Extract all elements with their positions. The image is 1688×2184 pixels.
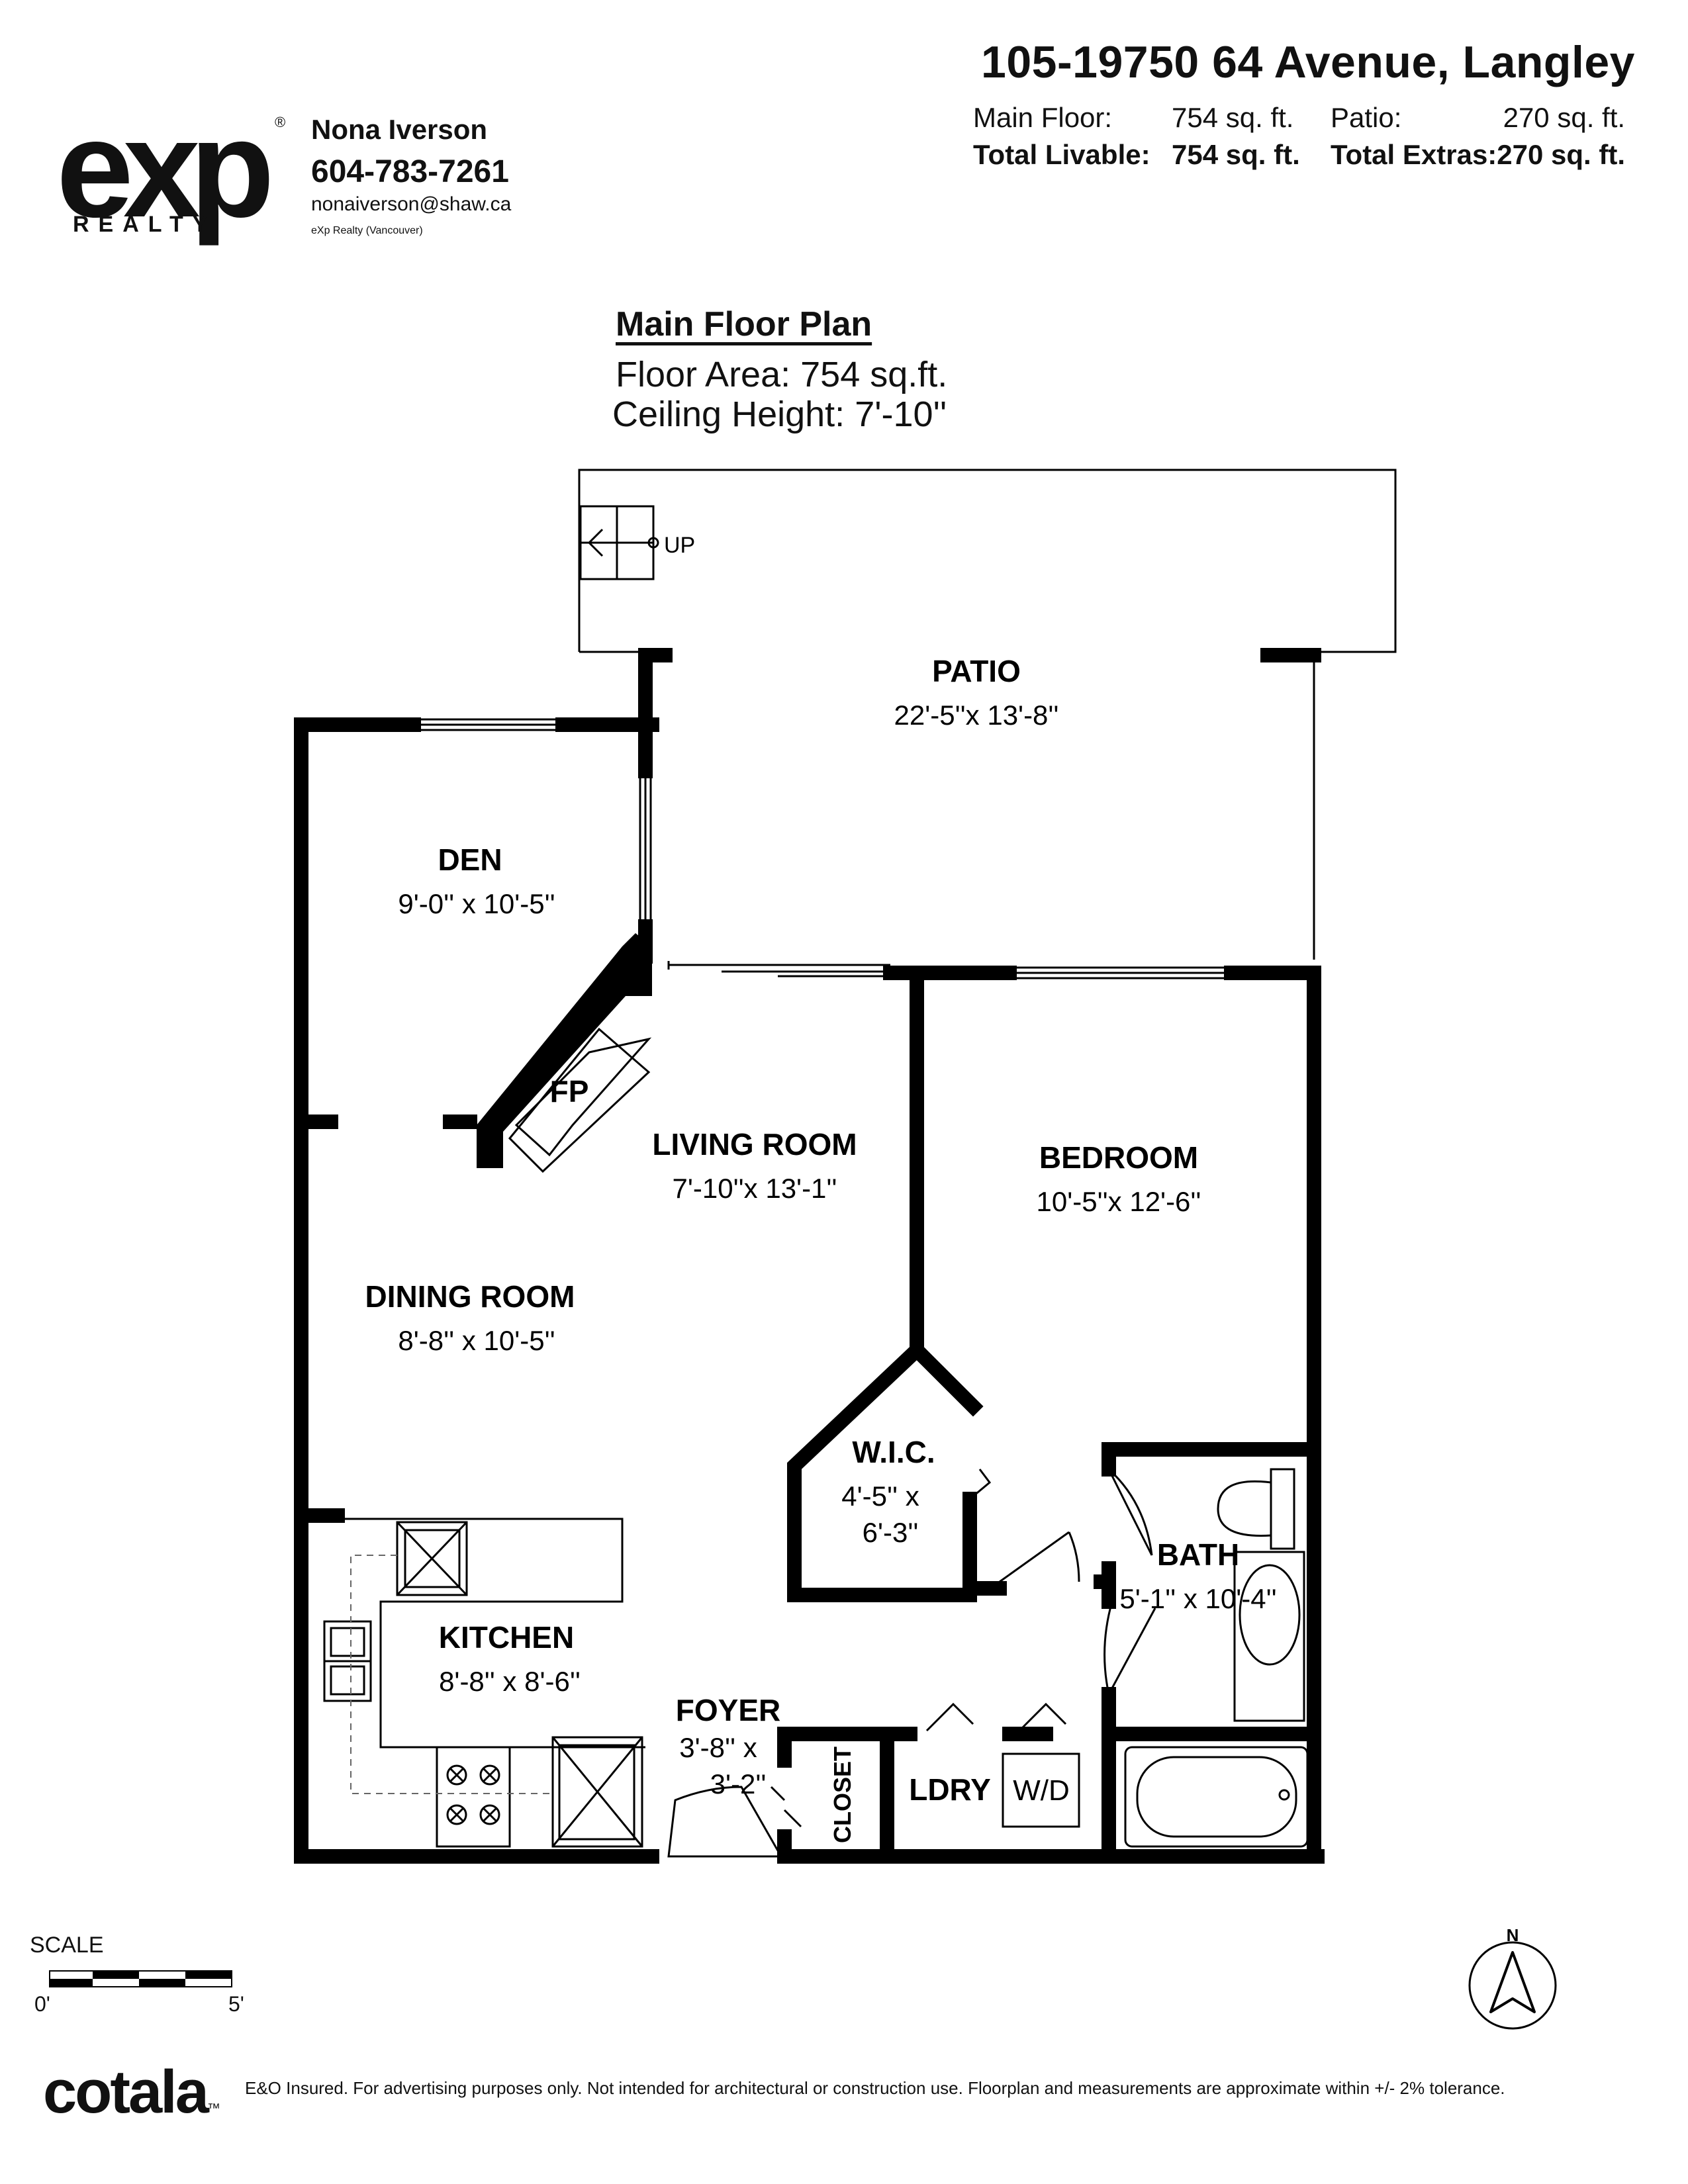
den-name: DEN [438, 842, 502, 877]
kitchen-dim: 8'-8'' x 8'-6'' [439, 1666, 581, 1697]
wic-dim-1: 4'-5'' x [841, 1480, 919, 1512]
wd-label: W/D [1013, 1774, 1070, 1807]
scale-bar [49, 1970, 232, 1987]
living-name: LIVING ROOM [652, 1127, 857, 1161]
total-extras-value: 270 sq. ft. [1497, 139, 1626, 170]
plan-title: Main Floor Plan [616, 305, 872, 343]
agent-email: nonaiverson@shaw.ca [311, 193, 512, 215]
ceiling-height: Ceiling Height: 7'-10'' [612, 394, 947, 434]
floor-area: Floor Area: 754 sq.ft. [616, 355, 948, 394]
walls [294, 648, 1325, 1864]
scale-end: 5' [228, 1992, 244, 2016]
foyer-dim-1: 3'-8'' x [679, 1732, 757, 1763]
foyer-dim-2: 3'-2'' [710, 1768, 767, 1799]
agent-phone: 604-783-7261 [311, 154, 509, 189]
bedroom-name: BEDROOM [1039, 1140, 1198, 1175]
closet-name: CLOSET [829, 1747, 856, 1843]
ldry-name: LDRY [909, 1772, 991, 1807]
north-arrow-icon: N [1468, 1925, 1557, 2030]
total-livable-label: Total Livable: [973, 139, 1150, 170]
fireplace: FP [477, 933, 652, 1173]
kitchen-fixtures [314, 1518, 645, 1848]
scale-label: SCALE [30, 1933, 104, 1958]
stair-up-label: UP [664, 533, 695, 558]
bath-dim: 5'-1'' x 10'-4'' [1119, 1583, 1276, 1614]
den-dim: 9'-0'' x 10'-5'' [398, 888, 555, 919]
north-label: N [1507, 1925, 1519, 1945]
bedroom-dim: 10'-5''x 12'-6'' [1037, 1186, 1201, 1217]
total-livable-value: 754 sq. ft. [1172, 139, 1300, 170]
fireplace-label: FP [550, 1074, 589, 1109]
cotala-logo: cotala™ [43, 2062, 220, 2122]
main-floor-value: 754 sq. ft. [1172, 102, 1294, 133]
disclaimer: E&O Insured. For advertising purposes on… [245, 2078, 1505, 2098]
foyer-name: FOYER [676, 1693, 780, 1727]
patio-dim: 22'-5''x 13'-8'' [894, 700, 1059, 731]
total-extras-label: Total Extras: [1331, 139, 1497, 170]
logo-subtext: REALTY [73, 212, 217, 237]
bath-name: BATH [1157, 1537, 1239, 1572]
living-dim: 7'-10''x 13'-1'' [673, 1173, 837, 1204]
cotala-wordmark: cotala [43, 2058, 209, 2126]
bath-fixtures [1124, 1468, 1309, 1848]
agent-brokerage: eXp Realty (Vancouver) [311, 225, 423, 236]
sliding-door[interactable] [667, 961, 890, 978]
area-summary: Main Floor: 754 sq. ft. Patio: 270 sq. f… [973, 99, 1625, 173]
registered-mark: ® [275, 114, 286, 130]
scale-start: 0' [34, 1992, 50, 2016]
exp-logo: exp [56, 91, 275, 246]
windows [412, 718, 1233, 979]
doors[interactable] [667, 1468, 1156, 1858]
room-labels: PATIO 22'-5''x 13'-8'' DEN 9'-0'' x 10'-… [365, 533, 1277, 1843]
patio-label: Patio: [1331, 102, 1402, 133]
kitchen-dashed-outline [350, 1555, 553, 1794]
dining-dim: 8'-8'' x 10'-5'' [398, 1325, 555, 1356]
cotala-tm: ™ [207, 2101, 220, 2116]
stair-icon [579, 505, 659, 580]
washer-dryer [1002, 1752, 1080, 1828]
main-floor-label: Main Floor: [973, 102, 1113, 133]
property-address: 105-19750 64 Avenue, Langley [981, 37, 1635, 87]
patio-value: 270 sq. ft. [1503, 102, 1626, 133]
kitchen-name: KITCHEN [439, 1620, 574, 1655]
wic-dim-2: 6'-3'' [863, 1517, 919, 1548]
patio-name: PATIO [932, 654, 1021, 688]
agent-name: Nona Iverson [311, 114, 488, 145]
wic-name: W.I.C. [852, 1435, 935, 1469]
dining-name: DINING ROOM [365, 1279, 575, 1314]
